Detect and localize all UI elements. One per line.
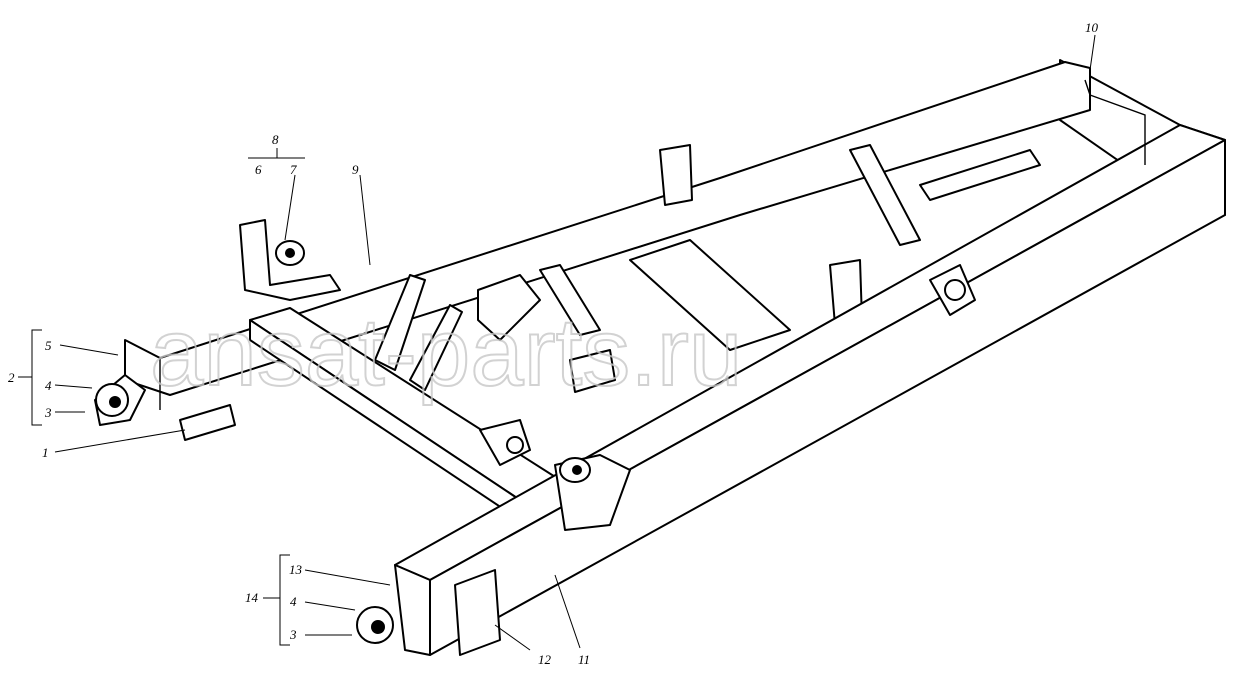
callout-5: 5 [45, 338, 52, 353]
rear-hanger [1084, 79, 1146, 165]
callout-4-front: 4 [290, 594, 297, 609]
callout-10: 10 [1085, 20, 1099, 35]
callout-6: 6 [255, 162, 262, 177]
callout-3: 3 [44, 405, 52, 420]
left-side-rail [124, 61, 1091, 410]
watermark: ansat-parts.ru [150, 299, 742, 406]
callout-8: 8 [272, 132, 279, 147]
front-right-shackle [356, 569, 501, 656]
callout-4: 4 [45, 378, 52, 393]
callout-1: 1 [42, 445, 49, 460]
callout-14: 14 [245, 590, 259, 605]
callout-12: 12 [538, 652, 552, 667]
callout-7: 7 [290, 162, 297, 177]
callout-3-front: 3 [289, 627, 297, 642]
callout-9: 9 [352, 162, 359, 177]
front-left-shackle [94, 374, 236, 441]
callout-13: 13 [289, 562, 303, 577]
callout-11: 11 [578, 652, 590, 667]
cross-members [239, 144, 1041, 521]
middle-bracket [479, 419, 631, 531]
leader-lines [18, 34, 1096, 651]
callout-2: 2 [8, 370, 15, 385]
